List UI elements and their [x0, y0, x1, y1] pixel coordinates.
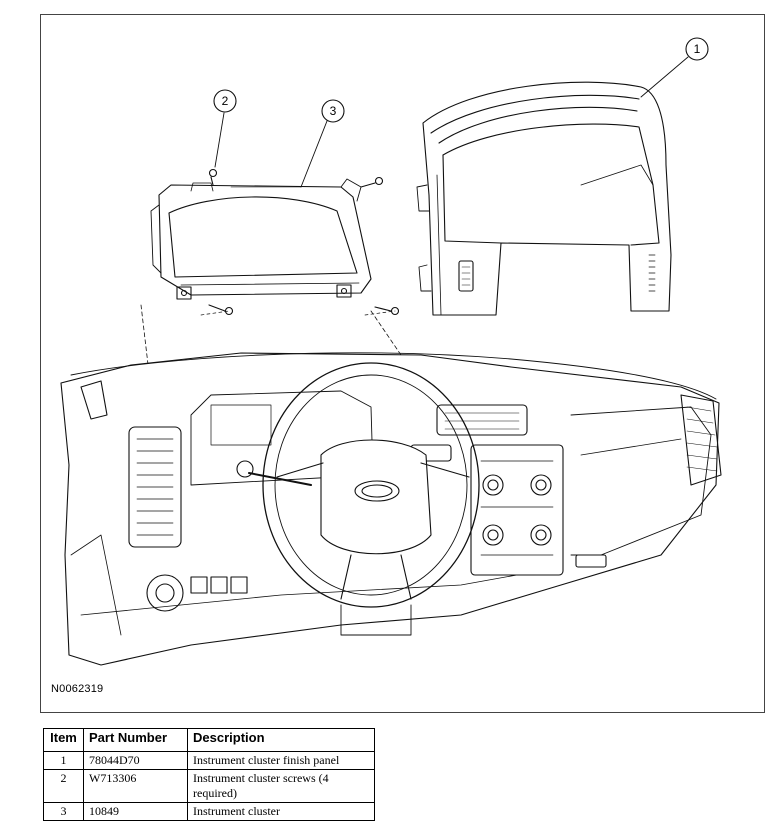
finish-panel-drawing: [416, 81, 672, 316]
row-description: Instrument cluster screws (4 required): [187, 769, 375, 803]
row-part-number: 10849: [83, 802, 188, 821]
row-part-number: W713306: [83, 769, 188, 803]
table-header-row: Item Part Number Description: [43, 728, 375, 752]
callout-3: [300, 99, 345, 188]
callout-2-label: 2: [222, 94, 229, 108]
table-row: 1 78044D70 Instrument cluster finish pan…: [43, 751, 375, 770]
table-row: 2 W713306 Instrument cluster screws (4 r…: [43, 769, 375, 803]
instrument-cluster-drawing: [150, 178, 372, 300]
callout-3-label: 3: [330, 104, 337, 118]
row-part-number: 78044D70: [83, 751, 188, 770]
callout-1: [640, 37, 709, 98]
header-part-number: Part Number: [83, 728, 188, 752]
figure-id-label: N0062319: [51, 683, 104, 695]
diagram-frame: 1 2 3 N0062319: [40, 14, 765, 713]
header-description: Description: [187, 728, 375, 752]
row-item: 2: [43, 769, 84, 803]
row-item: 1: [43, 751, 84, 770]
parts-table: Item Part Number Description 1 78044D70 …: [43, 728, 375, 821]
steering-wheel-drawing: [236, 362, 480, 636]
dashboard-exploded-view: 1 2 3: [60, 37, 722, 666]
callout-2: [213, 89, 237, 168]
row-description: Instrument cluster finish panel: [187, 751, 375, 770]
header-item: Item: [43, 728, 84, 752]
screw-drawings: [200, 168, 400, 316]
table-row: 3 10849 Instrument cluster: [43, 802, 375, 821]
callout-1-label: 1: [694, 42, 701, 56]
row-item: 3: [43, 802, 84, 821]
row-description: Instrument cluster: [187, 802, 375, 821]
